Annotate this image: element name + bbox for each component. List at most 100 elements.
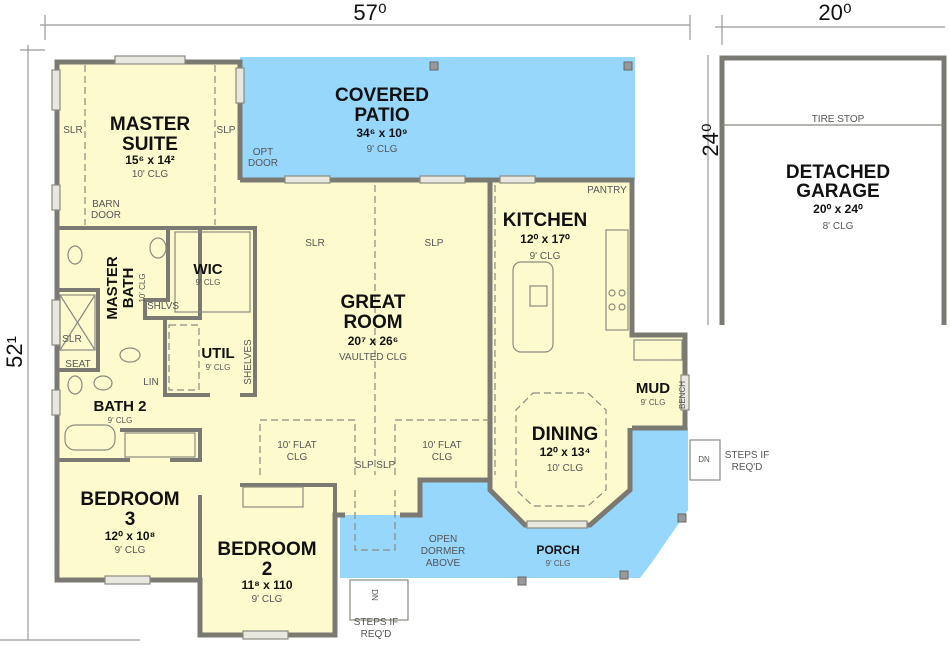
svg-text:PANTRY: PANTRY: [587, 185, 627, 196]
svg-text:BARN: BARN: [92, 199, 120, 210]
mud-label: MUD 9' CLG BENCH: [636, 380, 687, 409]
svg-text:CLG: CLG: [432, 452, 453, 463]
svg-text:DINING: DINING: [532, 424, 599, 445]
svg-text:9' CLG: 9' CLG: [196, 278, 221, 287]
svg-text:BATH: BATH: [120, 268, 137, 309]
svg-text:9' CLG: 9' CLG: [108, 416, 133, 425]
svg-text:REQ'D: REQ'D: [732, 462, 763, 473]
svg-text:10' FLAT: 10' FLAT: [422, 440, 462, 451]
svg-text:9' CLG: 9' CLG: [530, 251, 561, 262]
svg-text:15⁶ x 14²: 15⁶ x 14²: [125, 153, 175, 167]
sink-icon: [529, 285, 548, 307]
bedroom2-label: BEDROOM 2 11⁸ x 110 9' CLG: [217, 539, 316, 605]
svg-text:DOOR: DOOR: [91, 210, 121, 221]
svg-text:UTIL: UTIL: [201, 345, 234, 362]
svg-text:SLR: SLR: [63, 125, 82, 136]
svg-text:SHLVS: SHLVS: [147, 301, 179, 312]
sink-icon: [119, 347, 141, 363]
svg-text:20⁷ x 26⁶: 20⁷ x 26⁶: [348, 334, 399, 348]
svg-text:10' CLG: 10' CLG: [132, 169, 169, 180]
svg-text:20⁰ x 24⁰: 20⁰ x 24⁰: [813, 202, 863, 216]
svg-text:12⁰ x 17⁰: 12⁰ x 17⁰: [520, 232, 570, 246]
svg-text:KITCHEN: KITCHEN: [503, 210, 587, 231]
svg-text:MASTER: MASTER: [104, 256, 121, 320]
svg-text:PATIO: PATIO: [354, 105, 409, 126]
svg-text:2: 2: [262, 559, 273, 580]
svg-text:ABOVE: ABOVE: [426, 558, 461, 569]
interior-floor: [57, 62, 685, 635]
svg-text:9' CLG: 9' CLG: [252, 594, 283, 605]
svg-text:OPEN: OPEN: [429, 534, 457, 545]
svg-text:8' CLG: 8' CLG: [823, 221, 854, 232]
kitchen-label: KITCHEN 12⁰ x 17⁰ 9' CLG PANTRY: [503, 185, 627, 262]
svg-text:SLP: SLP: [217, 125, 236, 136]
bathtub-icon: [64, 424, 116, 451]
dimension-lines: 57⁰ 20⁰ 52¹ 24⁰: [0, 0, 945, 641]
svg-text:SLR: SLR: [62, 334, 81, 345]
master-bath-label: MASTER BATH 10' CLG: [104, 256, 147, 320]
overall-width-label: 57⁰: [353, 0, 386, 25]
svg-text:SLP SLP: SLP SLP: [355, 460, 396, 471]
porch-floor: [340, 428, 688, 578]
svg-text:SHELVES: SHELVES: [243, 339, 254, 385]
svg-text:12⁰ x 10⁸: 12⁰ x 10⁸: [105, 529, 156, 543]
washer-dryer: [168, 324, 200, 391]
util-label: UTIL 9' CLG: [201, 345, 234, 372]
svg-text:COVERED: COVERED: [335, 85, 429, 106]
svg-text:BEDROOM: BEDROOM: [217, 539, 316, 560]
covered-patio-label: COVERED PATIO 34⁶ x 10⁹ 9' CLG: [335, 85, 429, 155]
svg-text:DOOR: DOOR: [248, 158, 278, 169]
fixtures: [59, 61, 721, 621]
svg-text:10' CLG: 10' CLG: [138, 273, 147, 302]
garage-depth-label: 24⁰: [698, 123, 723, 156]
svg-text:STEPS IF: STEPS IF: [725, 450, 769, 461]
sink-icon: [93, 375, 113, 391]
svg-text:MASTER: MASTER: [110, 114, 191, 135]
rear-steps: [349, 579, 409, 621]
closet-shelves: [174, 231, 251, 313]
svg-text:10' FLAT: 10' FLAT: [277, 440, 317, 451]
great-room-label: GREAT ROOM 20⁷ x 26⁶ VAULTED CLG: [339, 292, 407, 363]
garage-floor: [722, 58, 944, 325]
svg-text:SLR: SLR: [305, 238, 324, 249]
svg-text:DN: DN: [698, 455, 710, 464]
svg-text:BATH 2: BATH 2: [93, 398, 146, 415]
room-labels: MASTER SUITE 15⁶ x 14² 10' CLG COVERED P…: [80, 85, 890, 605]
dining-label: DINING 12⁰ x 13⁴ 10' CLG: [532, 424, 599, 474]
svg-text:9' CLG: 9' CLG: [367, 144, 398, 155]
svg-text:MUD: MUD: [636, 380, 670, 397]
floor-fills: [57, 57, 944, 635]
svg-text:BEDROOM: BEDROOM: [80, 489, 179, 510]
svg-text:LIN: LIN: [143, 377, 159, 388]
svg-text:9' CLG: 9' CLG: [115, 545, 146, 556]
covered-patio-floor: [240, 57, 635, 180]
wic-label: WIC 9' CLG: [193, 261, 222, 287]
garage-width-label: 20⁰: [818, 0, 851, 25]
sink-icon: [149, 237, 167, 259]
svg-text:9' CLG: 9' CLG: [546, 559, 571, 568]
svg-text:11⁸ x 110: 11⁸ x 110: [241, 578, 292, 592]
svg-text:ROOM: ROOM: [343, 312, 402, 333]
svg-text:PORCH: PORCH: [536, 543, 579, 557]
svg-text:3: 3: [125, 509, 136, 530]
toilet-icon: [67, 375, 83, 395]
plan-notes: SLR SLP OPT DOOR BARN DOOR SLR SLP SHLVS…: [62, 125, 769, 640]
svg-text:9' CLG: 9' CLG: [206, 363, 231, 372]
kitchen-island: [512, 261, 554, 353]
svg-text:OPT: OPT: [253, 147, 274, 158]
svg-text:SUITE: SUITE: [122, 134, 178, 155]
svg-text:DN: DN: [370, 589, 379, 601]
svg-text:12⁰ x 13⁴: 12⁰ x 13⁴: [540, 445, 591, 459]
toilet-icon: [67, 245, 83, 265]
bedroom3-label: BEDROOM 3 12⁰ x 10⁸ 9' CLG: [80, 489, 179, 556]
svg-text:34⁶ x 10⁹: 34⁶ x 10⁹: [356, 126, 407, 140]
shower-icon: [59, 294, 96, 351]
svg-text:REQ'D: REQ'D: [361, 629, 392, 640]
svg-text:TIRE STOP: TIRE STOP: [812, 114, 865, 125]
svg-text:10' CLG: 10' CLG: [547, 463, 584, 474]
svg-text:SEAT: SEAT: [65, 359, 90, 370]
svg-text:GREAT: GREAT: [340, 292, 405, 313]
side-steps: [689, 439, 721, 481]
svg-text:GARAGE: GARAGE: [796, 181, 879, 202]
